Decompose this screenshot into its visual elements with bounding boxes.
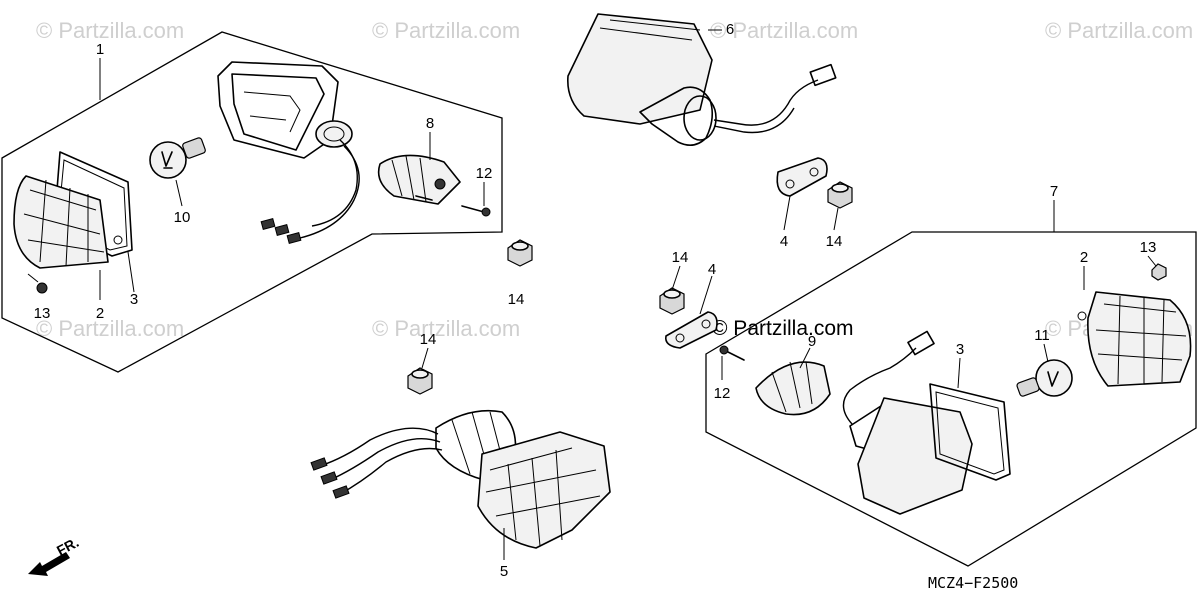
assembly-7-right-front-winker [705,231,1197,567]
bulb-part-10 [149,137,206,179]
callout-3-left: 3 [130,291,138,308]
callout-7: 7 [1050,183,1058,200]
callout-9: 9 [808,333,816,350]
leader-lines [99,29,1157,560]
diagram-code: MCZ4−F2500 [928,574,1018,592]
callout-4-top: 4 [780,233,788,250]
callout-4-mid: 4 [708,261,716,278]
assembly-1-left-front-winker [1,31,503,373]
callout-labels: 1 2 3 13 10 8 12 6 4 14 14 7 2 13 14 4 1… [34,21,1157,580]
plate-part-4b [664,311,718,349]
callout-14-mid: 14 [672,249,689,266]
nut-part-14a [827,181,853,209]
front-arrow-icon [28,552,70,576]
nut-part-14d [407,367,433,395]
callout-11: 11 [1034,327,1050,344]
cover-part-9 [755,361,831,416]
lens-part-2 [13,175,109,269]
gasket-part-3b [929,383,1011,481]
watermark-mid-left: © Partzilla.com [36,316,184,341]
front-direction-indicator: FR. [28,534,81,576]
cover-part-8 [377,154,461,205]
housing-case-assembly-1 [217,61,360,245]
callout-14-bottom: 14 [420,331,437,348]
nut-part-14c [659,287,685,315]
assembly-7-outline [705,231,1197,567]
center-watermark: © Partzilla.com [712,317,854,340]
bulb-part-11 [1016,359,1073,397]
callout-2-left: 2 [96,305,104,322]
callout-10: 10 [174,209,191,226]
screw-part-12b [719,345,745,361]
watermark-mid-center: © Partzilla.com [372,316,520,341]
front-label: FR. [54,534,81,559]
screw-part-13b [1151,263,1167,281]
callout-13-left: 13 [34,305,51,322]
screw-part-12a [461,205,491,217]
callout-13-right: 13 [1140,239,1157,256]
winker-part-5 [310,409,611,549]
callout-2-right: 2 [1080,249,1088,266]
screw-part-13 [27,273,48,294]
watermarks: © Partzilla.com © Partzilla.com © Partzi… [36,18,1193,341]
assembly-1-outline [1,31,503,373]
lens-part-2b [1077,291,1192,387]
watermark-top-left: © Partzilla.com [36,18,184,43]
nut-part-14b [507,239,533,267]
callout-12-left: 12 [476,165,493,182]
callout-14-top: 14 [826,233,843,250]
watermark-top-right: © Partzilla.com [710,18,858,43]
callout-1: 1 [96,41,104,58]
watermark-top-center: © Partzilla.com [372,18,520,43]
callout-14-left: 14 [508,291,525,308]
callout-8: 8 [426,115,434,132]
callout-3-right: 3 [956,341,964,358]
winker-part-6 [567,13,837,146]
plate-part-4a [776,157,828,197]
housing-case-assembly-7 [842,330,973,515]
callout-5: 5 [500,563,508,580]
callout-12-right: 12 [714,385,731,402]
watermark-top-far-right: © Partzilla.com [1045,18,1193,43]
callout-6: 6 [726,21,734,38]
